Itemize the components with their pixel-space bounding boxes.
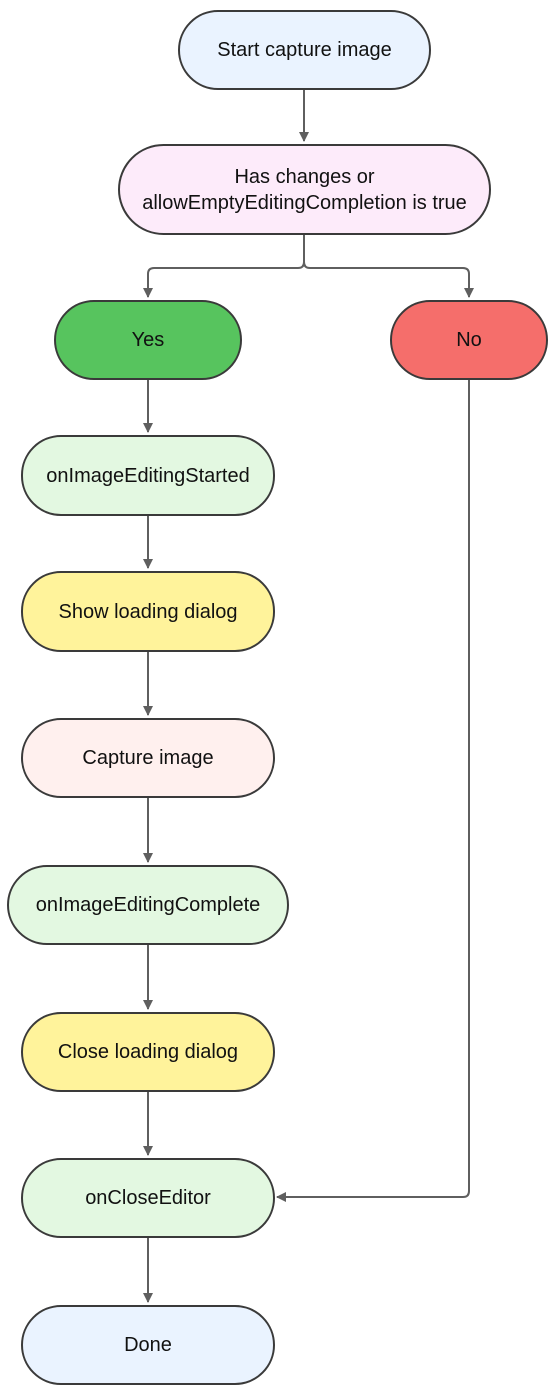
capture-image-label: Capture image: [82, 747, 214, 769]
yes-node: Yes: [54, 300, 242, 380]
done-node-label: Done: [124, 1334, 172, 1356]
capture-image-node: Capture image: [21, 718, 275, 798]
decision-node: Has changes or allowEmptyEditingCompleti…: [118, 144, 491, 235]
no-node-label: No: [456, 329, 482, 351]
close-loading-dialog-label: Close loading dialog: [57, 1041, 239, 1063]
edge-no-to-close-editor: [276, 380, 470, 1202]
image-editing-complete-node: onImageEditingComplete: [7, 865, 289, 945]
start-node: Start capture image: [178, 10, 431, 90]
show-loading-dialog-node: Show loading dialog: [21, 571, 275, 652]
yes-node-label: Yes: [131, 329, 165, 351]
decision-node-label: Has changes or allowEmptyEditingCompleti…: [142, 165, 467, 214]
image-editing-started-label: onImageEditingStarted: [46, 464, 250, 487]
image-editing-started-node: onImageEditingStarted: [21, 435, 275, 516]
start-node-label: Start capture image: [217, 39, 392, 61]
image-editing-complete-label: onImageEditingComplete: [35, 894, 261, 916]
no-node: No: [390, 300, 548, 380]
edge-decision-to-no: [303, 235, 474, 298]
close-editor-node: onCloseEditor: [21, 1158, 275, 1238]
close-loading-dialog-node: Close loading dialog: [21, 1012, 275, 1092]
close-editor-label: onCloseEditor: [85, 1187, 211, 1209]
done-node: Done: [21, 1305, 275, 1385]
show-loading-dialog-label: Show loading dialog: [58, 600, 238, 623]
edge-decision-to-yes: [143, 235, 305, 298]
